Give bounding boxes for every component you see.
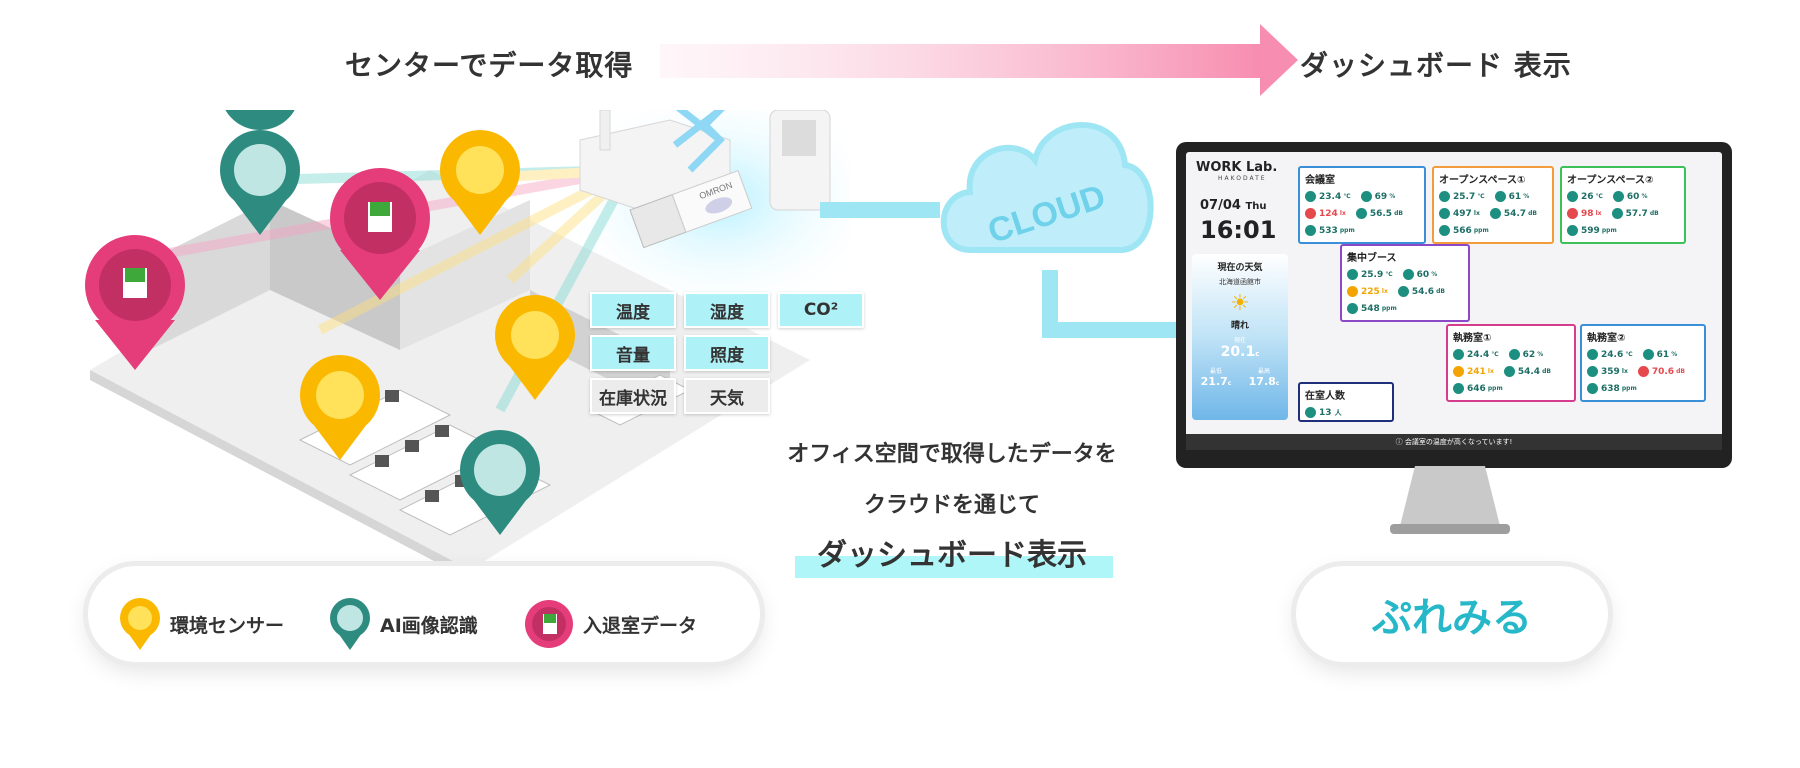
sensor-tag: 湿度: [684, 292, 770, 328]
dashboard-alert: ⓘ 会議室の温度が高くなっています!: [1186, 434, 1722, 450]
bulb-icon: [1439, 208, 1450, 219]
humidity-icon: [1612, 191, 1624, 202]
connector-lines: [820, 202, 1180, 338]
speaker-icon: [1611, 208, 1623, 219]
speaker-icon: [1489, 208, 1501, 219]
teal-pin-icon: [330, 598, 370, 650]
humidity-icon: [1360, 191, 1372, 202]
co2-icon: [1587, 383, 1598, 394]
dashboard-date: 07/04 Thu: [1200, 198, 1267, 213]
co2-icon: [1453, 383, 1464, 394]
co2-icon: [1567, 225, 1578, 236]
dashboard-brand-sub: HAKODATE: [1218, 175, 1267, 182]
thermometer-icon: [1347, 269, 1358, 280]
humidity-icon: [1642, 349, 1654, 360]
flow-arrow: [660, 24, 1298, 96]
bulb-icon: [1587, 366, 1598, 377]
humidity-icon: [1402, 269, 1414, 280]
info-icon: ⓘ: [1395, 438, 1405, 446]
room-card: オープンスペース② 26 ℃ 60 % 98 lx 57.7 dB 599 pp…: [1560, 166, 1686, 244]
speaker-icon: [1637, 366, 1649, 377]
sensor-tag: 在庫状況: [590, 378, 676, 414]
legend-item-env: 環境センサー: [118, 596, 284, 652]
sensor-tag: 照度: [684, 335, 770, 371]
room-card: 集中ブース 25.9 ℃ 60 % 225 lx 54.6 dB 548 ppm: [1340, 244, 1470, 322]
weather-card: 現在の天気 北海道函館市 ☀ 晴れ 現在 20.1c 最低最高 21.7c 17…: [1192, 254, 1288, 420]
bulb-icon: [1305, 208, 1316, 219]
co2-icon: [1347, 303, 1358, 314]
left-title: センターでデータ取得: [345, 49, 634, 82]
pink-pin-icon: [525, 600, 573, 648]
cloud-icon: CLOUD: [940, 122, 1154, 253]
legend-item-ai: AI画像認識: [328, 596, 478, 652]
thermometer-icon: [1453, 349, 1464, 360]
sun-cloud-icon: ☀: [1230, 291, 1250, 316]
right-title: ダッシュボード 表示: [1300, 49, 1572, 82]
monitor-stand: [1390, 466, 1510, 534]
speaker-icon: [1355, 208, 1367, 219]
sensor-tag: 音量: [590, 335, 676, 371]
co2-icon: [1439, 225, 1450, 236]
dashboard-time: 16:01: [1200, 216, 1277, 244]
bulb-icon: [1453, 366, 1464, 377]
co2-icon: [1305, 225, 1316, 236]
highlight-bar: [795, 556, 1113, 578]
thermometer-icon: [1439, 191, 1450, 202]
room-card: 会議室 23.4 ℃ 69 % 124 lx 56.5 dB 533 ppm: [1298, 166, 1426, 244]
room-card: 執務室② 24.6 ℃ 61 % 359 lx 70.6 dB 638 ppm: [1580, 324, 1706, 402]
bulb-icon: [1567, 208, 1578, 219]
thermometer-icon: [1587, 349, 1598, 360]
bulb-icon: [1347, 286, 1358, 297]
thermometer-icon: [1567, 191, 1578, 202]
center-text-line3: ダッシュボード表示: [817, 538, 1087, 573]
sensor-tag: 天気: [684, 378, 770, 414]
legend: 環境センサー AI画像認識 入退室データ: [88, 566, 760, 662]
room-card: オープンスペース① 25.7 ℃ 61 % 497 lx 54.7 dB 566…: [1432, 166, 1554, 244]
dashboard-screen: WORK Lab. HAKODATE 07/04 Thu 16:01 現在の天気…: [1186, 152, 1722, 450]
center-text-line2: クラウドを通じて: [863, 493, 1040, 518]
room-card: 執務室① 24.4 ℃ 62 % 241 lx 54.4 dB 646 ppm: [1446, 324, 1576, 402]
teal-pin-icon: [220, 110, 300, 235]
center-text-line1: オフィス空間で取得したデータを: [787, 442, 1117, 467]
yellow-pin-icon: [120, 598, 160, 650]
speaker-icon: [1503, 366, 1515, 377]
thermometer-icon: [1305, 191, 1316, 202]
humidity-icon: [1494, 191, 1506, 202]
dashboard-brand: WORK Lab.: [1196, 160, 1278, 175]
office-illustration: OMRON: [85, 110, 850, 580]
legend-item-entry: 入退室データ: [523, 596, 697, 652]
occupancy-card: 在室人数 13 人: [1298, 382, 1394, 422]
speaker-icon: [1397, 286, 1409, 297]
sensor-tag: 温度: [590, 292, 676, 328]
premiru-logo: ぷれみる: [1296, 566, 1608, 662]
humidity-icon: [1508, 349, 1520, 360]
sensor-tag: CO²: [778, 292, 864, 328]
